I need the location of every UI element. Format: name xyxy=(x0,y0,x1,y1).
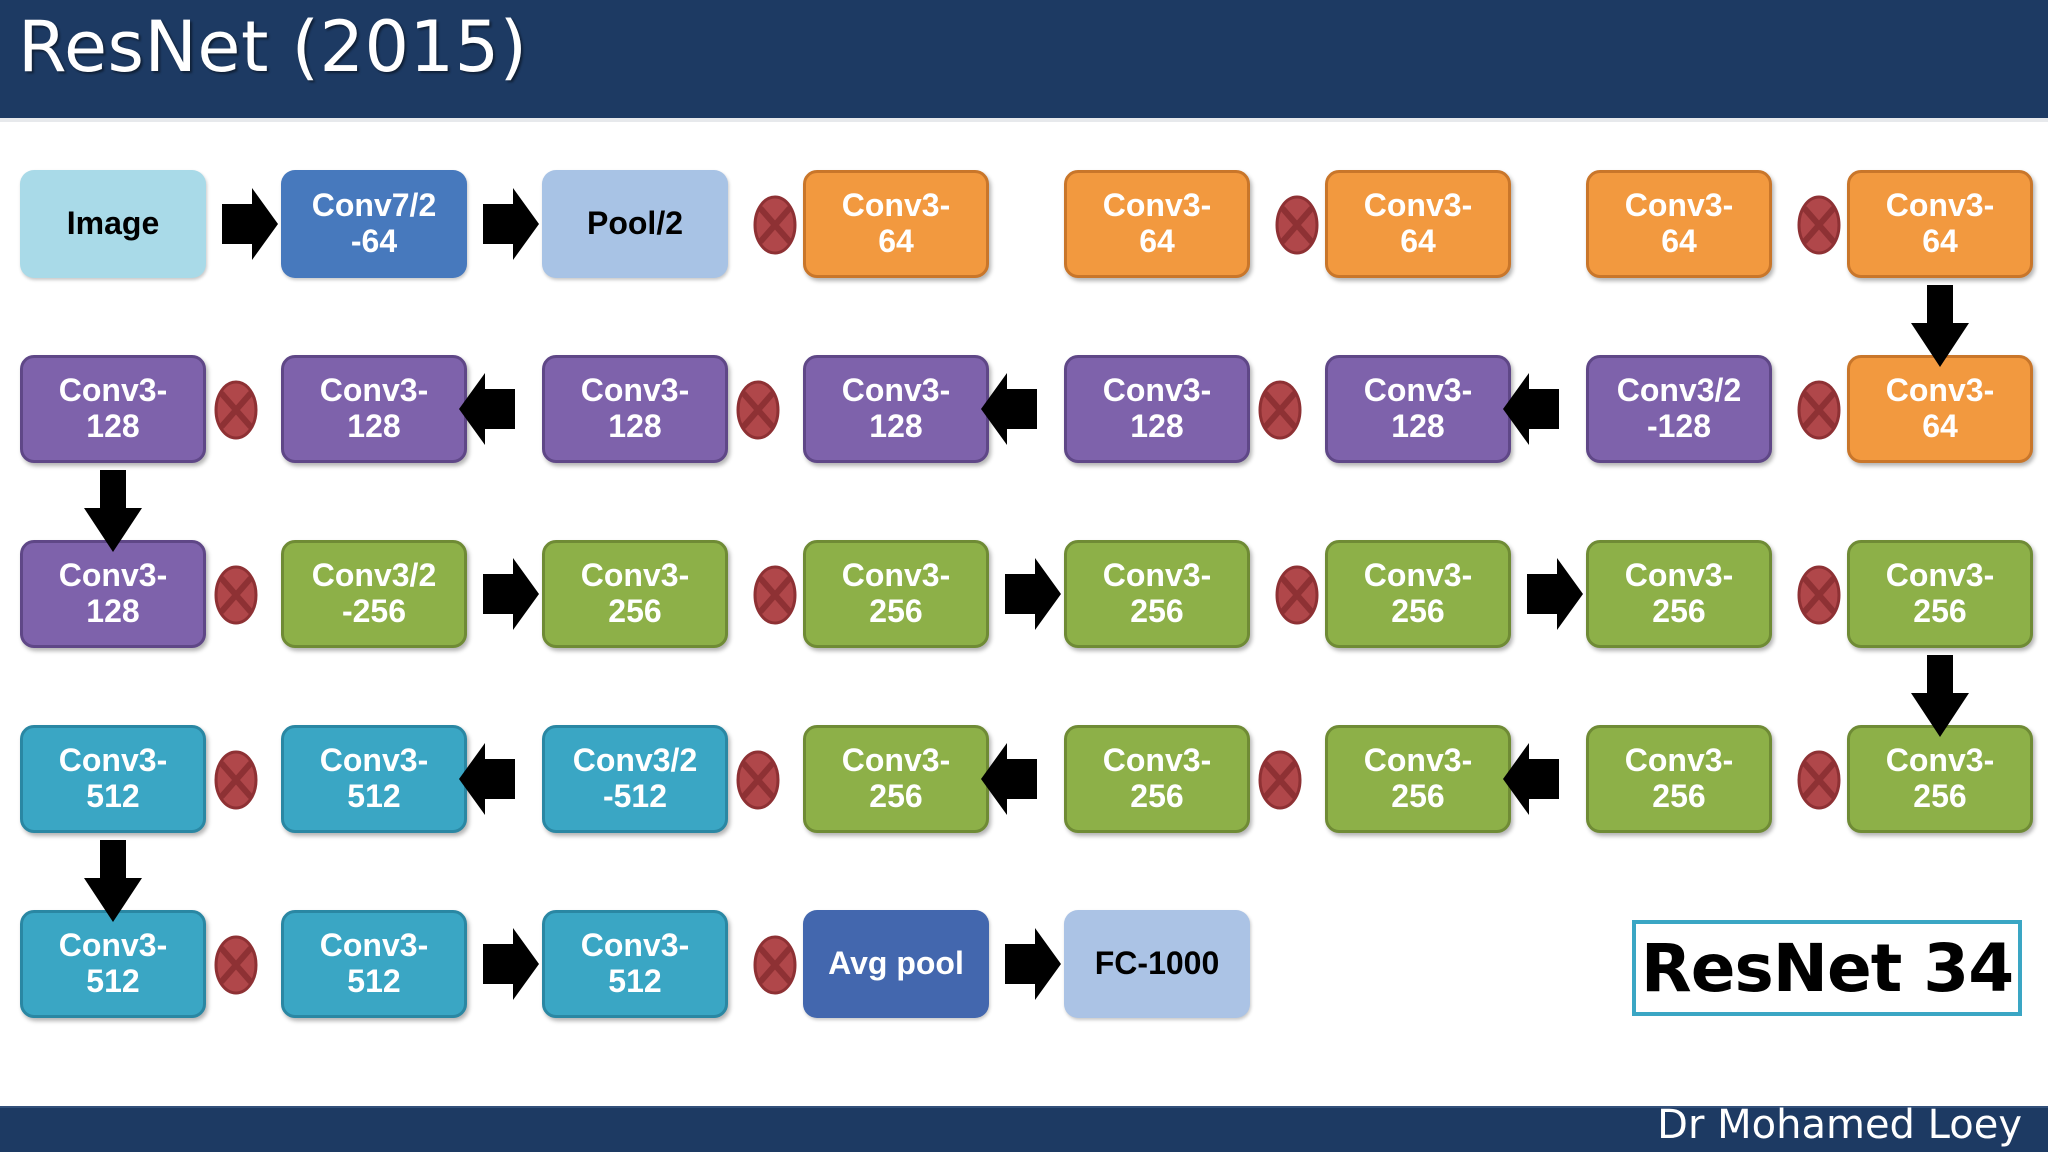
layer-node: Conv3- 128 xyxy=(281,355,467,463)
resnet34-caption-box: ResNet 34 xyxy=(1632,920,2022,1016)
layer-node: Conv3- 128 xyxy=(542,355,728,463)
residual-x-icon xyxy=(1796,564,1842,626)
arrow-down-icon xyxy=(1907,283,1973,369)
layer-node: Conv3- 64 xyxy=(1064,170,1250,278)
arrow-right-icon xyxy=(218,170,280,278)
diagram-row-1: Image Conv7/2 -64 Pool/2 Conv3- 64 Conv3- 64… xyxy=(0,170,2048,300)
slide-header: ResNet (2015) xyxy=(0,0,2048,118)
layer-node: Conv3- 128 xyxy=(20,355,206,463)
layer-node: Conv3/2 -256 xyxy=(281,540,467,648)
layer-node: Conv3- 128 xyxy=(1325,355,1511,463)
residual-x-icon xyxy=(752,194,798,256)
author-name: Dr Mohamed Loey xyxy=(1657,1102,2022,1148)
residual-x-icon xyxy=(213,934,259,996)
arrow-right-icon xyxy=(479,540,541,648)
arrow-right-icon xyxy=(1001,910,1063,1018)
residual-x-icon xyxy=(1257,749,1303,811)
layer-node: Conv3- 256 xyxy=(803,540,989,648)
layer-node: Conv3- 64 xyxy=(1325,170,1511,278)
arrow-down-icon xyxy=(80,468,146,554)
layer-node: Conv3- 512 xyxy=(281,725,467,833)
layer-node: Conv3- 64 xyxy=(803,170,989,278)
layer-node: Conv3- 64 xyxy=(1586,170,1772,278)
arrow-left-icon xyxy=(1501,355,1563,463)
arrow-left-icon xyxy=(979,355,1041,463)
layer-node: Conv3/2 -512 xyxy=(542,725,728,833)
layer-node: Conv3- 256 xyxy=(1064,725,1250,833)
layer-node: Conv3- 512 xyxy=(281,910,467,1018)
page-title: ResNet (2015) xyxy=(18,6,528,88)
arrow-right-icon xyxy=(1001,540,1063,648)
residual-x-icon xyxy=(1274,564,1320,626)
layer-node: Conv3- 256 xyxy=(1847,540,2033,648)
layer-node: Conv3- 256 xyxy=(803,725,989,833)
residual-x-icon xyxy=(213,379,259,441)
layer-node: Pool/2 xyxy=(542,170,728,278)
slide-footer: Dr Mohamed Loey xyxy=(0,1102,2048,1152)
diagram-row-4: Conv3- 512 Conv3- 512 Conv3/2 -512 Conv3- 2… xyxy=(0,725,2048,855)
arrow-right-icon xyxy=(479,170,541,278)
layer-node: Conv3- 128 xyxy=(20,540,206,648)
residual-x-icon xyxy=(752,934,798,996)
residual-x-icon xyxy=(1796,379,1842,441)
arrow-left-icon xyxy=(1501,725,1563,833)
arrow-right-icon xyxy=(1523,540,1585,648)
layer-node: Conv3- 256 xyxy=(1586,725,1772,833)
layer-node: FC-1000 xyxy=(1064,910,1250,1018)
layer-node: Conv3/2 -128 xyxy=(1586,355,1772,463)
diagram-row-2: Conv3- 128 Conv3- 128 Conv3- 128 Conv3- 128… xyxy=(0,355,2048,485)
residual-x-icon xyxy=(213,564,259,626)
layer-node: Conv3- 256 xyxy=(1847,725,2033,833)
layer-node: Conv3- 64 xyxy=(1847,170,2033,278)
arrow-left-icon xyxy=(457,355,519,463)
residual-x-icon xyxy=(1796,749,1842,811)
layer-node: Conv3- 256 xyxy=(1325,540,1511,648)
residual-x-icon xyxy=(213,749,259,811)
layer-node: Conv3- 128 xyxy=(1064,355,1250,463)
diagram-row-3: Conv3- 128 Conv3/2 -256 Conv3- 256 Conv3- 2… xyxy=(0,540,2048,670)
residual-x-icon xyxy=(752,564,798,626)
residual-x-icon xyxy=(1274,194,1320,256)
diagram-row-5: Conv3- 512 Conv3- 512 Conv3- 512 Avg pool FC… xyxy=(0,910,2048,1040)
residual-x-icon xyxy=(1257,379,1303,441)
layer-node: Conv3- 512 xyxy=(20,910,206,1018)
layer-node: Conv3- 512 xyxy=(542,910,728,1018)
arrow-down-icon xyxy=(80,838,146,924)
layer-node: Conv3- 256 xyxy=(1064,540,1250,648)
arrow-left-icon xyxy=(979,725,1041,833)
layer-node: Conv3- 128 xyxy=(803,355,989,463)
residual-x-icon xyxy=(1796,194,1842,256)
layer-node: Image xyxy=(20,170,206,278)
layer-node: Conv3- 512 xyxy=(20,725,206,833)
residual-x-icon xyxy=(735,379,781,441)
header-divider xyxy=(0,118,2048,122)
layer-node: Conv3- 256 xyxy=(1325,725,1511,833)
layer-node: Conv3- 64 xyxy=(1847,355,2033,463)
residual-x-icon xyxy=(735,749,781,811)
layer-node: Conv7/2 -64 xyxy=(281,170,467,278)
layer-node: Avg pool xyxy=(803,910,989,1018)
arrow-left-icon xyxy=(457,725,519,833)
resnet34-caption-text: ResNet 34 xyxy=(1640,929,2014,1007)
layer-node: Conv3- 256 xyxy=(1586,540,1772,648)
arrow-right-icon xyxy=(479,910,541,1018)
layer-node: Conv3- 256 xyxy=(542,540,728,648)
arrow-down-icon xyxy=(1907,653,1973,739)
